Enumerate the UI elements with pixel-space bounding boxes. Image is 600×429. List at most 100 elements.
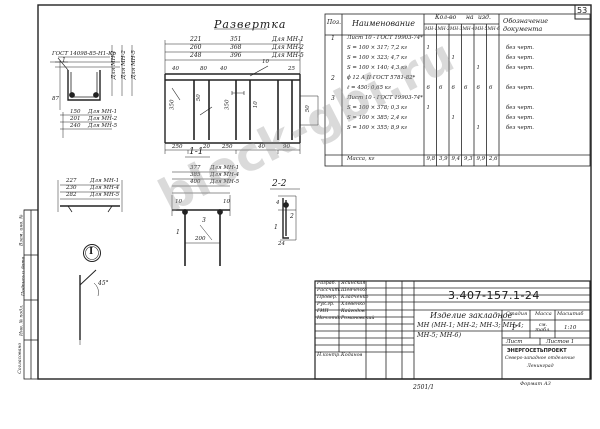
mid-row-2-val: 230 — [66, 185, 77, 191]
spec-row-name: S = 100 × 378; 0,3 кг — [347, 105, 407, 111]
spec-row-name: S = 100 × 317; 7,2 кг — [347, 45, 407, 51]
section-1-1-drawing — [171, 156, 231, 266]
page-number-box — [574, 4, 592, 20]
spec-row-qty: 1 — [426, 45, 430, 51]
qty-col-4: МН-4 — [462, 27, 475, 32]
dim-label-3: 40 — [220, 66, 227, 72]
spec-row-qty: 1 — [476, 65, 480, 71]
spec-row-name: S = 100 × 323; 4,7 кг — [347, 55, 407, 61]
s11-dim-5: 1 — [176, 229, 180, 236]
s11-row-2-val: 385 — [190, 172, 201, 178]
org-line-1: ЭНЕРГОСЕТЬПРОЕКТ — [507, 348, 567, 354]
spec-row-name: ϕ 12 А ІІ ГОСТ 5781-82* — [347, 75, 416, 81]
bottom-dim-4: 40 — [258, 144, 265, 150]
spec-row-qty: 6 — [439, 85, 443, 91]
left-row-3-val: 240 — [70, 123, 81, 129]
stamp-name: Кладченко — [341, 295, 369, 300]
mass-value: см. табл. — [535, 322, 551, 333]
spec-header-qty: Кол-во — [435, 14, 457, 21]
spec-row-note: без черт. — [506, 45, 534, 51]
stage-header: Стадия — [506, 311, 528, 317]
dim-row-2-c: Для МН-2 — [272, 44, 304, 51]
side-label-3: Инв. № подл. — [19, 304, 25, 337]
stamp-role: Нач.отд. — [317, 316, 341, 321]
s11-dim-1: 10 — [175, 199, 182, 205]
left-sub-label: 87 — [52, 96, 59, 102]
spec-row-qty: 3,9 — [439, 156, 448, 162]
detail-i-drawing — [79, 244, 101, 345]
sheets-label: Листов 1 — [546, 339, 575, 345]
dim-label-4: 10 — [262, 59, 269, 65]
spec-row-name: Лист 10 - ГОСТ 19903-74* — [347, 35, 423, 41]
stamp-name: Ясинская — [341, 281, 366, 286]
stamp-role: Рук.гр. — [317, 302, 335, 307]
spec-header-ed: изд. — [478, 14, 491, 21]
dim-label-1: 40 — [172, 66, 179, 72]
left-side-1: Для МН-1 — [110, 50, 117, 80]
spec-row-pos: 1 — [331, 35, 335, 42]
dim-row-2-b: 368 — [230, 44, 242, 51]
s11-row-2-lab: Для МН-4 — [210, 172, 240, 178]
section-1-1-title: 1-1 — [189, 147, 204, 157]
rot-dim-4: 10 — [252, 101, 259, 109]
dim-label-5: 25 — [288, 66, 295, 72]
s11-dim-3: 200 — [195, 236, 206, 242]
spec-row-qty: 9,9 — [476, 156, 486, 162]
dim-row-3-b: 396 — [230, 52, 242, 59]
mass-header: Масса — [535, 311, 552, 317]
stamp-name: Коданов — [341, 353, 363, 358]
left-row-1-val: 150 — [70, 109, 81, 115]
bottom-dim-2: 20 — [203, 144, 210, 150]
dim-row-1-b: 351 — [230, 36, 242, 43]
stamp-role: Н.контр. — [317, 353, 341, 358]
s22-dim-1: 4 — [276, 200, 280, 206]
qty-col-3: МН-3 — [450, 27, 463, 32]
dim-row-3-a: 248 — [190, 52, 202, 59]
stamp-name: Шевченко — [341, 288, 367, 293]
spec-header-notes: Обозначение документа — [503, 17, 549, 34]
spec-header-name: Наименование — [352, 19, 415, 28]
spec-row-name: Лист 10 - ГОСТ 19903-74* — [347, 95, 423, 101]
spec-row-qty: 2,6 — [489, 156, 498, 162]
spec-header-on: на — [466, 14, 474, 21]
spec-row-qty: 6 — [489, 85, 493, 91]
left-side-2: Для МН-2 — [120, 50, 127, 80]
stamp-name: Хлевенко — [341, 302, 365, 307]
rot-dim-3: 350 — [224, 99, 231, 111]
spec-row-qty: 9,8 — [426, 156, 436, 162]
stamp-role: Провер. — [317, 295, 338, 300]
bottom-dim-5: 90 — [283, 144, 290, 150]
stage-value: Р — [512, 324, 517, 332]
qty-col-1: МН-1 — [425, 27, 438, 32]
scale-header: Масштаб — [557, 311, 584, 317]
spec-row-note: без черт. — [506, 105, 534, 111]
spec-row-name: ℓ = 450; 0,65 кг — [347, 85, 391, 91]
left-side-3: Для МН-5 — [130, 50, 137, 80]
spec-header-pos: Поз. — [327, 19, 342, 26]
spec-row-qty: 6 — [451, 85, 455, 91]
drawing-code: 3.407-157.1-24 — [448, 289, 540, 302]
detail-marker: I — [89, 247, 94, 257]
mid-row-3-lab: Для МН-5 — [90, 192, 120, 198]
spec-row-name: S = 100 × 140; 4,3 кг — [347, 65, 407, 71]
stamp-name: Романовский — [341, 316, 375, 321]
spec-row-qty: 1 — [451, 55, 455, 61]
qty-col-2: МН-2 — [437, 27, 450, 32]
dim-label-2: 80 — [200, 66, 207, 72]
qty-col-6: МН-6 — [487, 27, 500, 32]
spec-row-qty: 9,4 — [451, 156, 461, 162]
spec-row-pos: 2 — [331, 75, 335, 82]
mid-row-2-lab: Для МН-4 — [90, 185, 120, 191]
dim-row-3-c: Для МН-5 — [272, 52, 304, 59]
mid-left-drawing — [57, 180, 123, 213]
bottom-dim-3: 250 — [222, 144, 233, 150]
spec-table-grid — [324, 13, 591, 167]
s22-dim-2: 2 — [290, 213, 294, 220]
inventory-number: 2501/1 — [413, 384, 435, 391]
mid-row-1-lab: Для МН-1 — [90, 178, 120, 184]
section-2-2-drawing — [270, 188, 300, 241]
spec-row-qty: 1 — [451, 115, 455, 121]
s11-row-1-lab: Для МН-1 — [210, 165, 240, 171]
left-row-2-val: 201 — [70, 116, 81, 122]
